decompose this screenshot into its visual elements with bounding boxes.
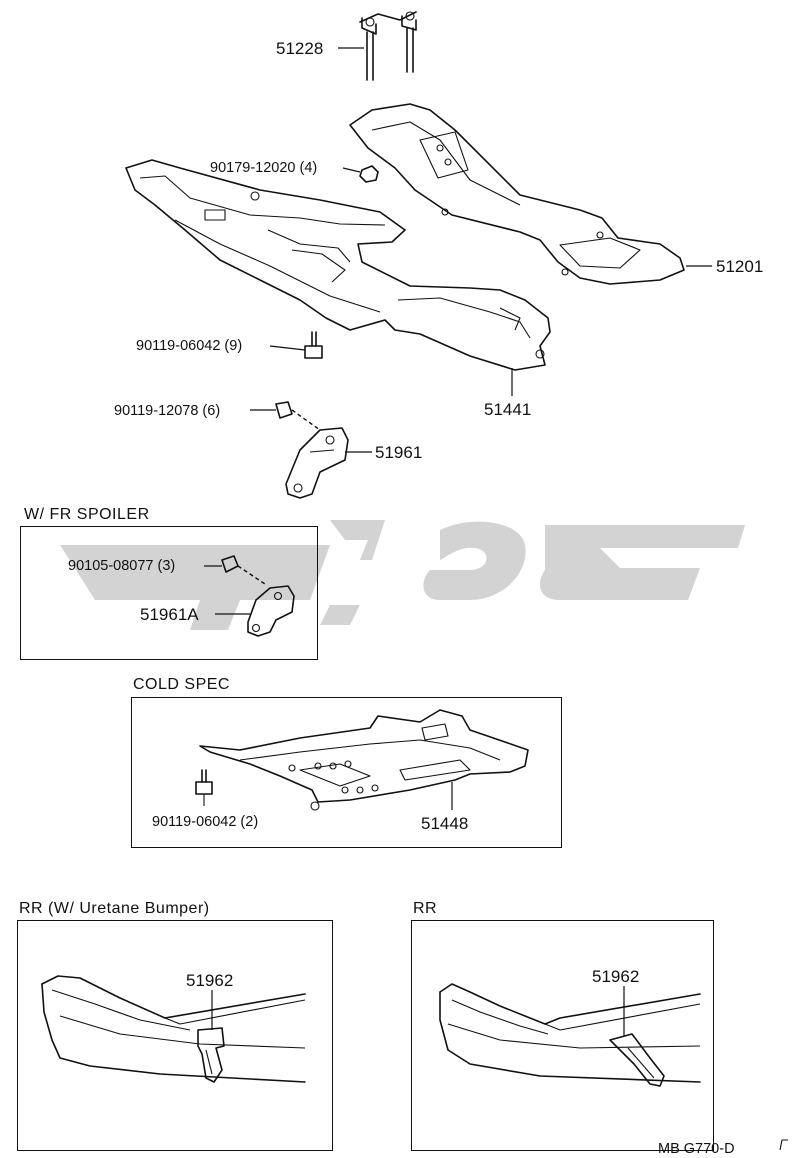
label-51448: 51448 [421,814,469,833]
rear-bumper-uretane [41,975,306,1083]
label-51961: 51961 [375,443,423,462]
rear-bumper [439,983,701,1083]
cover-51448 [199,709,529,811]
rr-box [411,920,714,1151]
footer-code: MB G770-D [658,1141,735,1157]
stud-51228 [359,11,417,81]
label-90119-c: 90119-06042 (2) [152,814,259,830]
corner-mark [779,1139,788,1151]
section-rr: RR [413,900,438,917]
nut-90179 [342,165,379,183]
bracket-51961 [285,427,349,499]
section-rr-uretane: RR (W/ Uretane Bumper) [19,900,210,917]
bolt-90105 [204,555,266,585]
label-90119-b: 90119-12078 (6) [114,403,221,419]
label-51441: 51441 [484,400,532,419]
label-90119-a: 90119-06042 (9) [136,338,243,354]
label-51201: 51201 [716,257,764,276]
section-cold-spec: COLD SPEC [133,676,230,693]
crossmember-51201 [349,103,685,285]
cold-spec-box [131,697,562,848]
section-fr-spoiler: W/ FR SPOILER [24,506,150,523]
label-51962-a: 51962 [186,971,234,990]
clip-51962-a [197,990,225,1083]
watermark-logo [60,520,745,630]
label-51228: 51228 [276,39,324,58]
bolt-90119-b [250,401,321,431]
label-51962-b: 51962 [592,967,640,986]
clip-51962-b [609,986,665,1087]
rr-uretane-box [17,920,333,1151]
label-90105: 90105-08077 (3) [68,558,176,574]
bracket-51961a [247,585,295,637]
fr-spoiler-box [20,526,318,660]
under-cover-51441 [125,159,551,371]
bolt-90119-a [269,331,323,359]
bolt-90119-c [195,769,213,806]
label-90179: 90179-12020 (4) [210,160,318,176]
label-51961a: 51961A [140,605,199,624]
